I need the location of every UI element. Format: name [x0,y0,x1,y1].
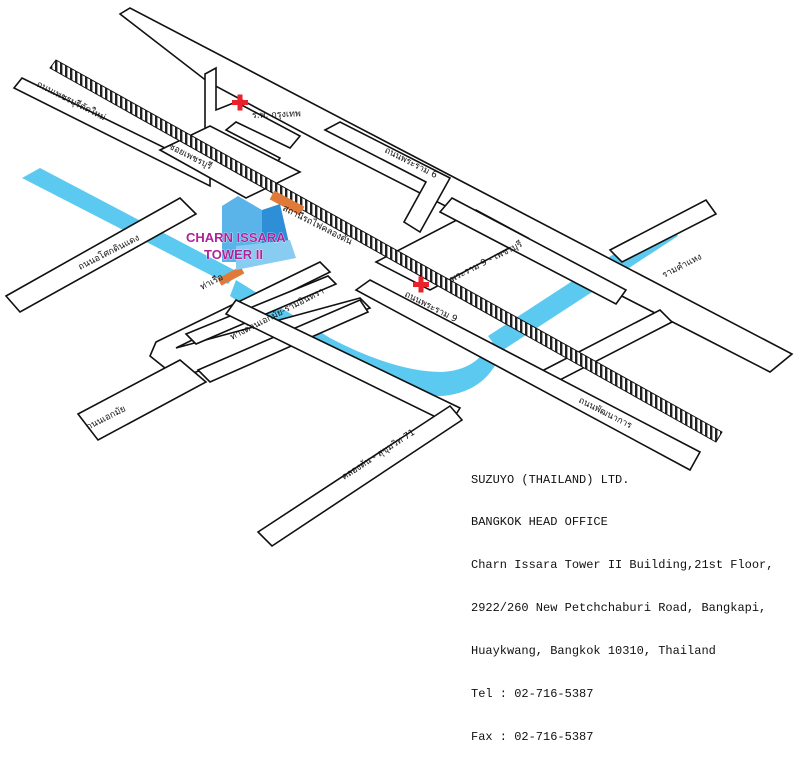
company-name: SUZUYO (THAILAND) LTD. [471,472,630,487]
address-line: 2922/260 New Petchchaburi Road, Bangkapi… [471,601,767,616]
railway [49,59,723,443]
landmark-name-line1: CHARN ISSARA [186,230,286,245]
location-map: CHARN ISSARA TOWER II ร.พ. กรุงเทพ ถนนเพ… [4,7,794,548]
fax: Fax : 02-716-5387 [471,729,594,744]
hospital-label: ร.พ. กรุงเทพ [252,109,301,121]
landmark-name-line2: TOWER II [204,247,263,262]
red-cross-icon [413,276,429,293]
telephone: Tel : 02-716-5387 [471,687,594,702]
red-cross-icon [232,94,248,111]
address-line: Huaykwang, Bangkok 10310, Thailand [471,644,716,659]
airport-link-station-marker [269,190,305,216]
address-line: Charn Issara Tower II Building,21st Floo… [471,558,774,573]
charn-issara-tower-building [222,196,296,270]
office-name: BANGKOK HEAD OFFICE [471,515,608,530]
pier-marker [217,266,245,286]
road-label-ramkhamhaeng: รามคำแหง [660,251,703,280]
office-address: SUZUYO (THAILAND) LTD. BANGKOK HEAD OFFI… [471,444,773,759]
